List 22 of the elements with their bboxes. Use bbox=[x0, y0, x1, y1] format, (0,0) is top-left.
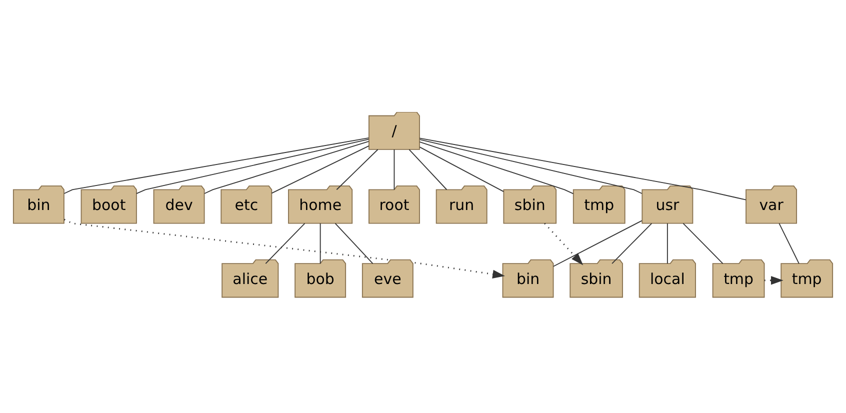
connector bbox=[336, 149, 378, 190]
connector bbox=[552, 220, 642, 267]
connector bbox=[320, 222, 321, 264]
connector bbox=[408, 149, 448, 190]
arrow bbox=[764, 276, 784, 285]
connector bbox=[419, 141, 574, 194]
connector bbox=[394, 149, 395, 190]
connector bbox=[136, 138, 369, 194]
connector bbox=[666, 222, 668, 264]
connector bbox=[271, 145, 370, 194]
connector bbox=[334, 222, 374, 264]
connector bbox=[204, 140, 370, 194]
connector bbox=[419, 139, 642, 194]
connector bbox=[612, 222, 652, 264]
arrow bbox=[544, 222, 584, 266]
connector bbox=[64, 138, 370, 194]
connector bbox=[419, 146, 504, 192]
arrow bbox=[64, 218, 505, 278]
connector bbox=[419, 138, 746, 200]
connector bbox=[778, 222, 800, 264]
connector bbox=[682, 222, 724, 264]
connector bbox=[265, 222, 306, 264]
